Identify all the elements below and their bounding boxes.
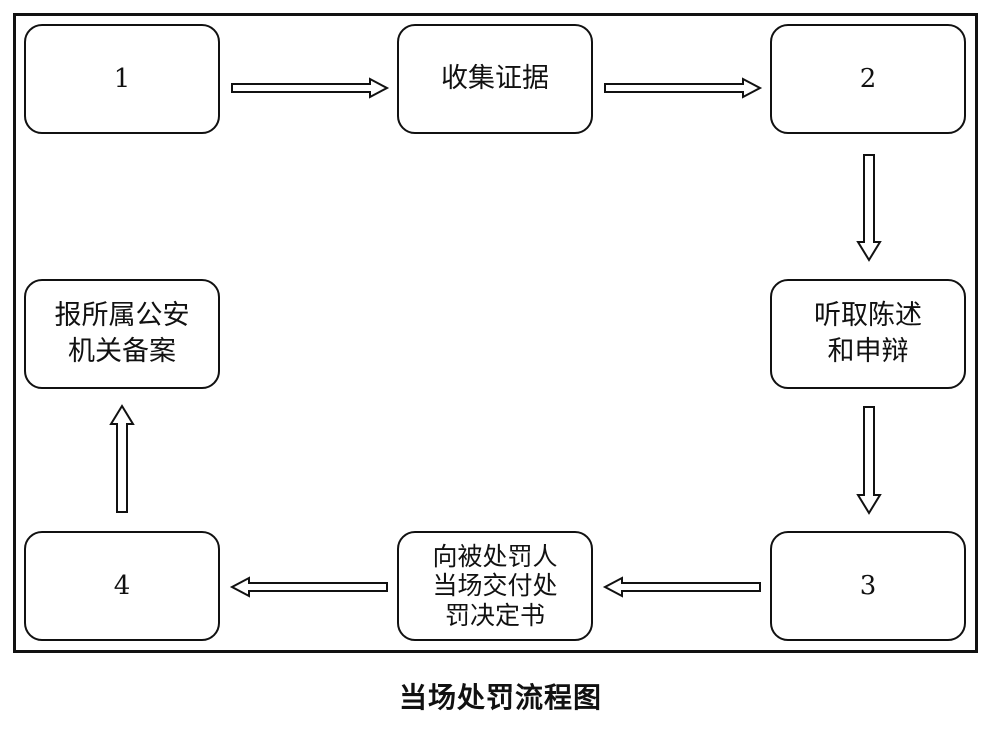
diagram-caption: 当场处罚流程图 [398, 681, 602, 714]
node-step-1: 1 [24, 24, 220, 134]
node-step-4: 4 [24, 531, 220, 641]
node-step-3: 3 [770, 531, 966, 641]
node-step-1-label: 1 [113, 63, 131, 94]
node-deliver-decision: 向被处罚人 当场交付处 罚决定书 [397, 531, 593, 641]
node-step-4-label: 4 [113, 570, 131, 601]
diagram-frame [13, 13, 978, 653]
node-hear-statement-label: 听取陈述 和申辩 [814, 300, 922, 367]
node-step-3-label: 3 [859, 570, 877, 601]
node-deliver-decision-label: 向被处罚人 当场交付处 罚决定书 [432, 541, 558, 630]
node-step-2-label: 2 [859, 63, 877, 94]
node-report-filing: 报所属公安 机关备案 [24, 279, 220, 389]
node-collect-evidence: 收集证据 [397, 24, 593, 134]
node-hear-statement: 听取陈述 和申辩 [770, 279, 966, 389]
node-step-2: 2 [770, 24, 966, 134]
node-report-filing-label: 报所属公安 机关备案 [54, 300, 190, 367]
node-collect-evidence-label: 收集证据 [441, 63, 549, 95]
